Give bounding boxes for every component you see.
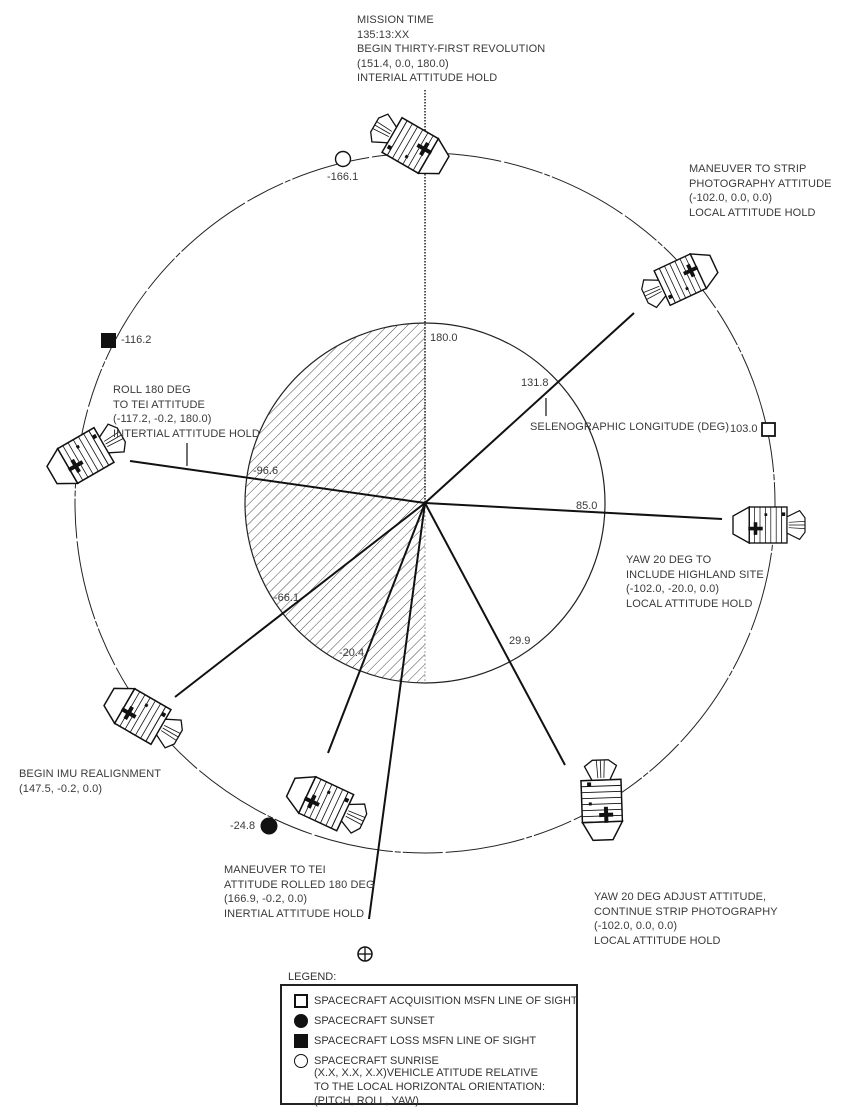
longitude-29: 29.9 <box>509 635 531 647</box>
spacecraft-icon-lower-right <box>579 758 624 842</box>
longitude-85: 85.0 <box>576 500 598 512</box>
legend-sunset-text: SPACECRAFT SUNSET <box>314 1015 435 1027</box>
yaw-highland-label: YAW 20 DEG TO INCLUDE HIGHLAND SITE (-10… <box>626 554 764 610</box>
yaw-continue-label: YAW 20 DEG ADJUST ATTITUDE, CONTINUE STR… <box>594 891 778 947</box>
sunset-marker <box>260 817 278 835</box>
legend-note: (X.X, X.X, X.X)VEHICLE ATITUDE RELATIVE … <box>314 1067 546 1107</box>
longitude-180: 180.0 <box>430 332 458 344</box>
imu-realignment-label: BEGIN IMU REALIGNMENT (147.5, -0.2, 0.0) <box>19 768 162 795</box>
marker-value-24: -24.8 <box>230 820 256 832</box>
filled-circle-icon <box>294 1014 308 1028</box>
sunrise-marker <box>334 150 352 168</box>
acquisition-marker <box>761 422 776 437</box>
longitude-minus-96: -96.6 <box>253 465 279 477</box>
spacecraft-icon-upper-right <box>636 246 723 315</box>
legend-loss-text: SPACECRAFT LOSS MSFN LINE OF SIGHT <box>314 1035 537 1047</box>
open-square-icon <box>294 994 308 1008</box>
spacecraft-icon-lower-left <box>98 678 190 756</box>
longitude-131: 131.8 <box>521 377 549 389</box>
marker-value-166: -166.1 <box>327 171 359 183</box>
crosshair-icon <box>357 946 373 962</box>
open-circle-icon <box>294 1054 308 1068</box>
legend-acquisition-text: SPACECRAFT ACQUISITION MSFN LINE OF SIGH… <box>314 995 578 1007</box>
spacecraft-icon-top <box>363 106 455 184</box>
tei-rolled-label: MANEUVER TO TEI ATTITUDE ROLLED 180 DEG … <box>224 864 375 920</box>
mission-time-label: MISSION TIME 135:13:XX BEGIN THIRTY-FIRS… <box>357 14 546 84</box>
legend-title: LEGEND: <box>288 971 337 983</box>
radial-lines <box>129 312 723 920</box>
marker-value-103: 103.0 <box>730 423 758 435</box>
spacecraft-icon-right <box>732 506 806 544</box>
longitude-minus-20: -20.4 <box>339 647 365 659</box>
roll-tei-label: ROLL 180 DEG TO TEI ATTITUDE (-117.2, -0… <box>113 384 260 440</box>
selenographic-longitude-label: SELENOGRAPHIC LONGITUDE (DEG) <box>530 421 730 433</box>
legend: SPACECRAFT ACQUISITION MSFN LINE OF SIGH… <box>280 984 578 1107</box>
filled-square-icon <box>294 1034 308 1048</box>
loss-marker <box>101 333 116 348</box>
legend-sunrise-text: SPACECRAFT SUNRISE <box>314 1055 439 1067</box>
strip-photography-label: MANEUVER TO STRIP PHOTOGRAPHY ATTITUDE (… <box>689 163 832 219</box>
longitude-minus-66: -66.1 <box>274 592 300 604</box>
marker-value-116: -116.2 <box>121 334 152 346</box>
